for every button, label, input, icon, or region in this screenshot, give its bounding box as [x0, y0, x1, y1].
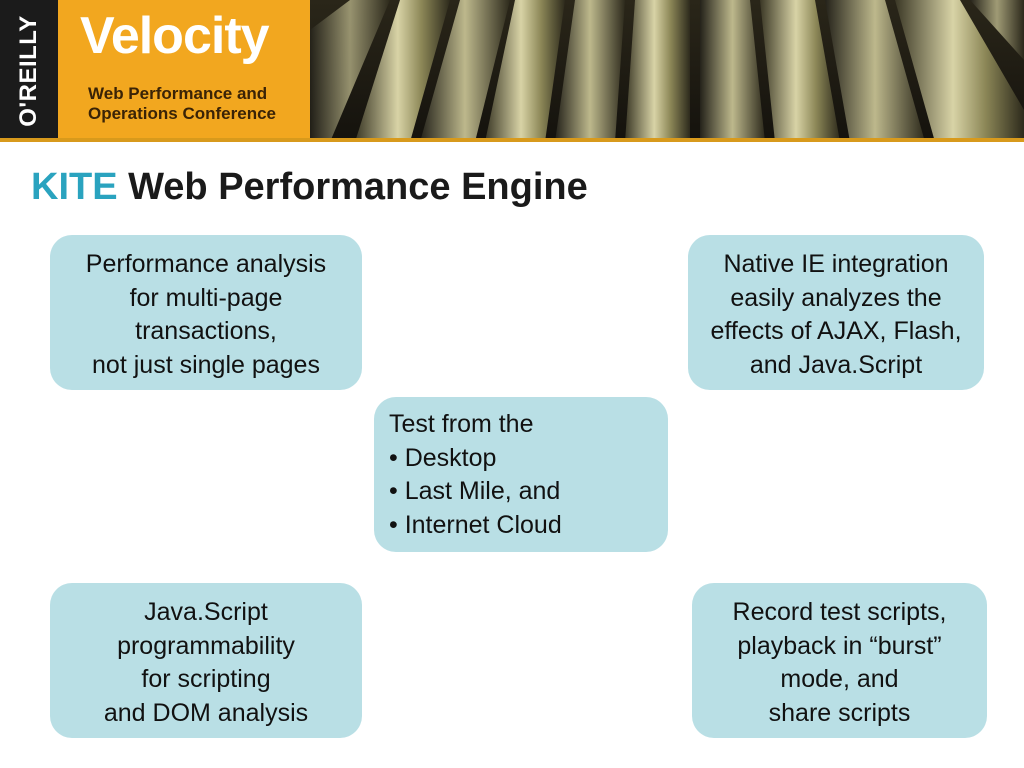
feature-box-javascript-programmability: Java.Script programmability for scriptin… [50, 583, 362, 738]
feature-line: Test from the [389, 410, 534, 438]
feature-line: Performance analysis [85, 250, 327, 278]
feature-line: easily analyzes the [730, 283, 942, 312]
feature-line: playback in “burst” [737, 631, 942, 660]
event-name: Velocity [80, 7, 270, 65]
feature-line: mode, and [780, 665, 899, 693]
slide-title-accent: KITE [31, 166, 118, 208]
feature-line: for multi-page [129, 283, 283, 312]
feature-box-multi-page-analysis: Performance analysis for multi-page tran… [50, 235, 362, 390]
event-subtitle-line: Operations Conference [88, 104, 276, 123]
feature-line: effects of AJAX, Flash, [710, 317, 962, 345]
feature-line: transactions, [135, 317, 277, 345]
event-subtitle: Web Performance and Operations Conferenc… [88, 84, 308, 124]
turbine-image [310, 0, 1024, 142]
slide-title-rest: Web Performance Engine [117, 166, 588, 208]
publisher-logo: O'REILLY [0, 0, 58, 142]
feature-box-record-test-scripts: Record test scripts, playback in “burst”… [692, 583, 987, 738]
header-divider [0, 138, 1024, 142]
feature-line: programmability [117, 631, 295, 660]
slide-title: KITE Web Performance Engine [31, 164, 588, 210]
feature-line: share scripts [768, 698, 911, 727]
feature-bullet: • Last Mile, and [389, 477, 561, 505]
feature-line: Native IE integration [723, 250, 949, 278]
feature-line: Record test scripts, [732, 598, 947, 626]
event-logo: Velocity Web Performance and Operations … [58, 0, 310, 142]
feature-line: Java.Script [144, 598, 268, 626]
feature-line: and DOM analysis [103, 698, 309, 727]
publisher-logo-text: O'REILLY [15, 15, 42, 127]
feature-line: not just single pages [92, 350, 320, 379]
feature-bullet: • Desktop [389, 443, 497, 472]
feature-box-test-locations: Test from the • Desktop • Last Mile, and… [374, 397, 668, 552]
feature-bullet: • Internet Cloud [389, 510, 562, 539]
feature-box-native-ie-integration: Native IE integration easily analyzes th… [688, 235, 984, 390]
event-subtitle-line: Web Performance and [88, 84, 268, 103]
header-banner: O'REILLY Velocity Web Performance and Op… [0, 0, 1024, 142]
feature-line: and Java.Script [749, 350, 923, 379]
feature-line: for scripting [141, 665, 271, 693]
